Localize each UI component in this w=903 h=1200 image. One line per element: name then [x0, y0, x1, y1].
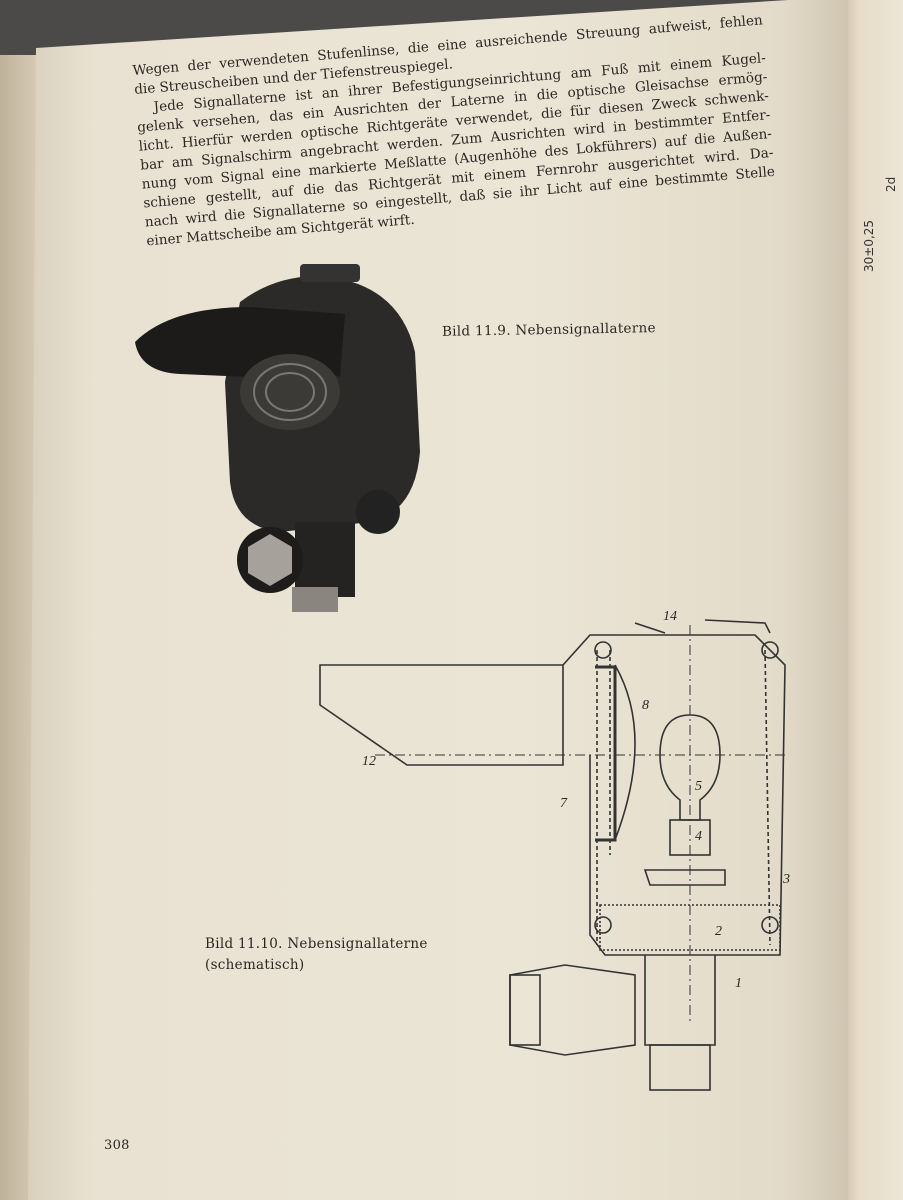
part-label: 2	[715, 924, 722, 939]
lantern-schematic: 1 2 3 4 5 7 8 12 14	[319, 609, 790, 1091]
figure-caption-sub: (schematisch)	[205, 957, 305, 973]
part-label: 5	[695, 779, 702, 794]
dimension-label: 2d	[884, 176, 898, 192]
page-number: 308	[104, 1138, 130, 1153]
lantern-photo	[135, 264, 420, 612]
dimension-label: 30±0,25	[862, 219, 876, 272]
part-label: 1	[735, 976, 742, 991]
part-label: 7	[560, 796, 568, 811]
part-label: 3	[782, 872, 790, 887]
right-page: 2d 30±0,25	[840, 0, 903, 1200]
part-label: 12	[362, 754, 376, 769]
part-label: 14	[663, 609, 677, 624]
figure-caption: Bild 11.10. Nebensignallaterne	[205, 936, 428, 952]
part-label: 4	[695, 829, 702, 844]
book-page	[28, 0, 848, 1200]
part-label: 8	[642, 698, 649, 713]
